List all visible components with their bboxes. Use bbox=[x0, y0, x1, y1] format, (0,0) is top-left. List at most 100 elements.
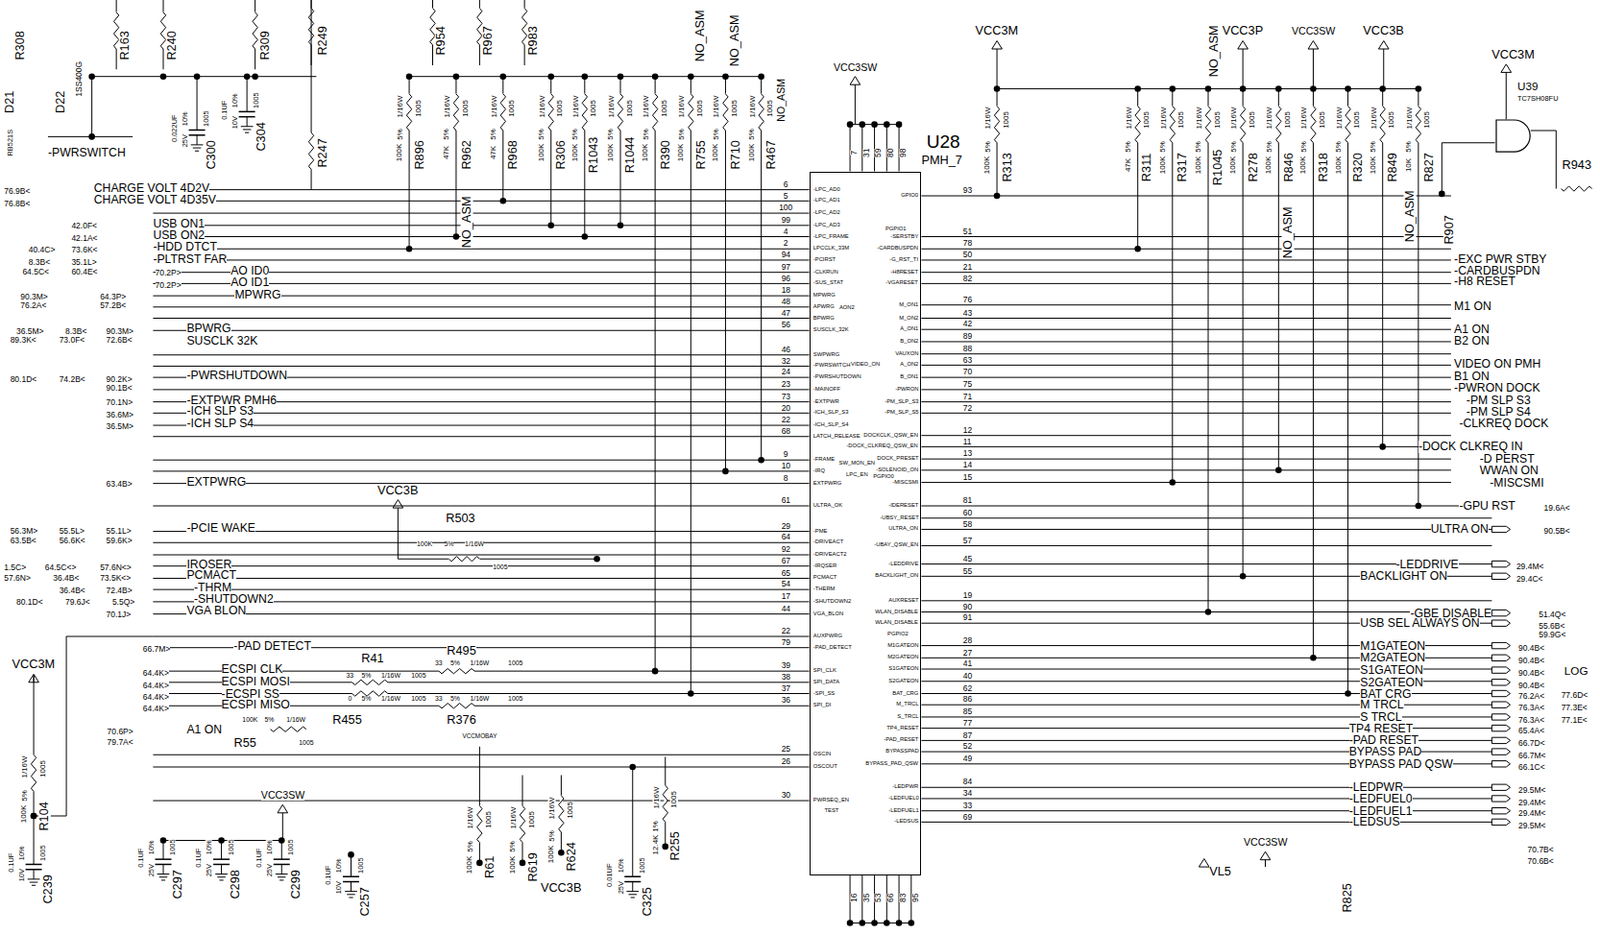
pin-number: 94 bbox=[781, 250, 791, 260]
part-ref: R907 bbox=[1443, 215, 1456, 244]
page-ref: 80.1D< bbox=[10, 375, 38, 385]
part-ref: R104 bbox=[38, 801, 51, 831]
power-label: VCC3B bbox=[1362, 24, 1405, 38]
wire bbox=[348, 897, 353, 899]
signal-name: CHARGE VOLT 4D2V bbox=[94, 182, 210, 194]
part-ref: R55 bbox=[234, 737, 257, 751]
pin-name: -PM_SLP_S5 bbox=[884, 410, 919, 416]
pin-name: SWPWRG bbox=[813, 352, 841, 359]
pin-number: 51 bbox=[963, 227, 972, 237]
pin-name: PGPIO2 bbox=[887, 631, 909, 638]
signal-name: BYPASS PAD QSW bbox=[1349, 758, 1454, 771]
pin-number: 79 bbox=[781, 638, 791, 648]
wire bbox=[725, 130, 727, 472]
pin-number: 38 bbox=[781, 673, 791, 682]
pin-number: 83 bbox=[898, 893, 908, 902]
wire bbox=[921, 787, 1492, 789]
part-ref: C304 bbox=[255, 121, 268, 151]
page-ref: 70.6P> bbox=[107, 727, 134, 737]
part-ref: R710 bbox=[729, 140, 743, 170]
pin-name: -PME bbox=[813, 529, 828, 535]
wire bbox=[1264, 860, 1266, 868]
pin-name: ULTRA_ON bbox=[888, 526, 919, 533]
signal-name: -D PERST bbox=[1479, 453, 1535, 465]
wire bbox=[1441, 142, 1495, 144]
component-value: 1005 bbox=[411, 673, 426, 680]
component-value: 0.1UF bbox=[255, 848, 263, 869]
page-ref: 76.8B< bbox=[3, 199, 30, 209]
component-value: 5% bbox=[1300, 141, 1309, 153]
component-value: 100K bbox=[641, 144, 650, 163]
logic-gate: U39TC7SH08FU bbox=[1495, 119, 1531, 153]
page-ref: 66.1C< bbox=[1518, 763, 1546, 773]
pin-name: -LPC_FRAME bbox=[813, 234, 849, 241]
resistor-symbol bbox=[1135, 106, 1140, 144]
pin-name: -PWRSWITCH bbox=[813, 363, 851, 369]
junction-dot bbox=[30, 813, 38, 821]
wire bbox=[921, 529, 1492, 531]
signal-name: S2GATEON bbox=[1359, 677, 1424, 689]
junction-dot bbox=[687, 72, 695, 80]
pin-number: 88 bbox=[963, 344, 972, 354]
page-ref: 8.3B< bbox=[28, 258, 50, 267]
pin-name: -LPC_AD0 bbox=[813, 187, 841, 194]
junction-dot bbox=[347, 851, 355, 859]
pin-name: PGPIO1 bbox=[885, 226, 907, 233]
page-ref: 59.9G< bbox=[1538, 630, 1566, 640]
pin-name: AUXRESET bbox=[888, 598, 919, 605]
part-ref: R849 bbox=[1386, 152, 1400, 182]
wire bbox=[152, 506, 809, 508]
component-value: 10% bbox=[266, 841, 273, 856]
power-arrow bbox=[992, 41, 1003, 50]
signal-name: AO ID0 bbox=[230, 265, 269, 277]
component-value: 1005 bbox=[414, 99, 423, 118]
pin-name: DOCKCLK_QSW_EN bbox=[863, 433, 919, 439]
pin-number: 55 bbox=[963, 567, 972, 577]
component-value: 25V bbox=[616, 881, 624, 895]
component-value: 1005 bbox=[356, 857, 364, 874]
wire bbox=[854, 84, 856, 124]
component-value: 5% bbox=[1194, 141, 1203, 153]
signal-name: -PWRSHUTDOWN bbox=[186, 369, 288, 382]
wire bbox=[921, 304, 1451, 306]
page-ref: 29.4M< bbox=[1518, 799, 1547, 808]
pin-number: 50 bbox=[963, 250, 972, 260]
wire bbox=[27, 878, 41, 880]
signal-name: VIDEO ON PMH bbox=[1454, 358, 1541, 370]
part-ref: R41 bbox=[361, 653, 384, 666]
pin-number: 71 bbox=[963, 392, 972, 402]
junction-dot bbox=[593, 556, 601, 563]
wire bbox=[629, 894, 638, 896]
page-ref: 90.4B< bbox=[1518, 644, 1545, 654]
wire bbox=[161, 879, 166, 881]
pin-number: 91 bbox=[963, 613, 972, 623]
resistor-symbol bbox=[406, 94, 412, 131]
power-label: VCCMOBAY bbox=[461, 733, 497, 740]
signal-name: -LEDSUS bbox=[1349, 816, 1401, 828]
signal-name: -PWRON DOCK bbox=[1454, 382, 1541, 394]
pin-number: 46 bbox=[781, 345, 791, 355]
component-value: 1005 bbox=[1318, 111, 1327, 129]
page-ref: 64.5C<> bbox=[45, 563, 77, 573]
pin-number: 65 bbox=[781, 569, 791, 579]
wire bbox=[196, 135, 198, 146]
component-value: 1/16W bbox=[652, 786, 660, 809]
page-ref: 64.4K> bbox=[143, 693, 170, 703]
wire bbox=[1381, 143, 1383, 448]
pin-name: LPCCLK_33M bbox=[813, 245, 849, 252]
component-value: 5% bbox=[466, 841, 475, 853]
component-value: 1/16W bbox=[464, 541, 485, 549]
component-value: 5% bbox=[1229, 141, 1237, 153]
signal-name: S1GATEON bbox=[1359, 664, 1424, 677]
pin-number: 70 bbox=[963, 367, 972, 377]
part-ref: R308 bbox=[14, 30, 27, 60]
resistor-symbol bbox=[548, 94, 554, 131]
resistor-symbol bbox=[1380, 106, 1385, 144]
resistor-symbol bbox=[581, 94, 587, 131]
signal-name: -ECSPI SS bbox=[221, 688, 280, 701]
pin-number: 68 bbox=[781, 427, 791, 437]
wire bbox=[921, 446, 1451, 448]
wire bbox=[242, 128, 252, 130]
component-value: 1/16W bbox=[1230, 107, 1238, 130]
signal-name: -PWRSWITCH bbox=[48, 146, 126, 159]
